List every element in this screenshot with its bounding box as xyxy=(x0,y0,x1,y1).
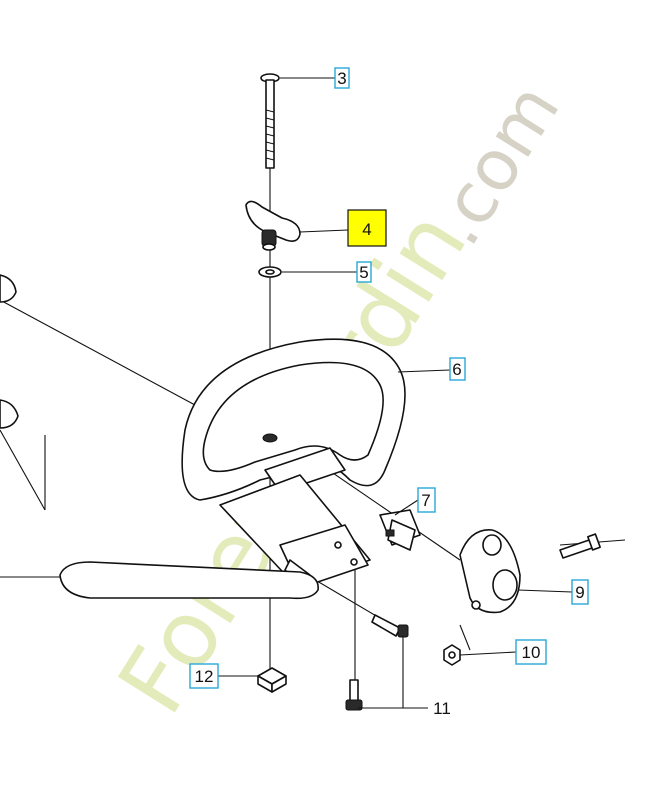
callout-4-label: 4 xyxy=(362,220,371,239)
callout-3: 3 xyxy=(334,67,350,89)
callout-5-label: 5 xyxy=(359,263,368,282)
bolt-part-9 xyxy=(559,533,601,559)
knob-part-4 xyxy=(245,200,301,251)
callout-7: 7 xyxy=(417,487,436,513)
callout-9-label: 9 xyxy=(575,583,584,602)
callout-9: 9 xyxy=(571,579,589,605)
callout-11-label: 11 xyxy=(433,699,451,718)
callout-4: 4 xyxy=(347,209,387,247)
left-fragments xyxy=(0,274,19,429)
callout-3-label: 3 xyxy=(337,69,346,88)
loop-handle-part-6 xyxy=(181,338,406,501)
callout-12: 12 xyxy=(189,663,219,689)
callout-11: 11 xyxy=(433,699,451,718)
leader-lines xyxy=(218,77,573,709)
lower-grip xyxy=(59,561,319,600)
washer-part-5 xyxy=(258,266,282,278)
callout-10-label: 10 xyxy=(522,643,541,662)
clip-part-7 xyxy=(379,509,421,551)
clamp-body xyxy=(459,529,521,614)
bolt-part-3 xyxy=(260,73,280,169)
callout-10: 10 xyxy=(515,639,547,665)
callout-6-label: 6 xyxy=(452,360,461,379)
watermark-dotcom: .com xyxy=(415,70,576,259)
callout-6: 6 xyxy=(449,357,466,381)
callout-5: 5 xyxy=(356,261,372,283)
callout-7-label: 7 xyxy=(421,491,430,510)
square-nut-part-12 xyxy=(257,667,287,693)
nut-part-10 xyxy=(443,644,461,666)
callout-12-label: 12 xyxy=(195,667,214,686)
